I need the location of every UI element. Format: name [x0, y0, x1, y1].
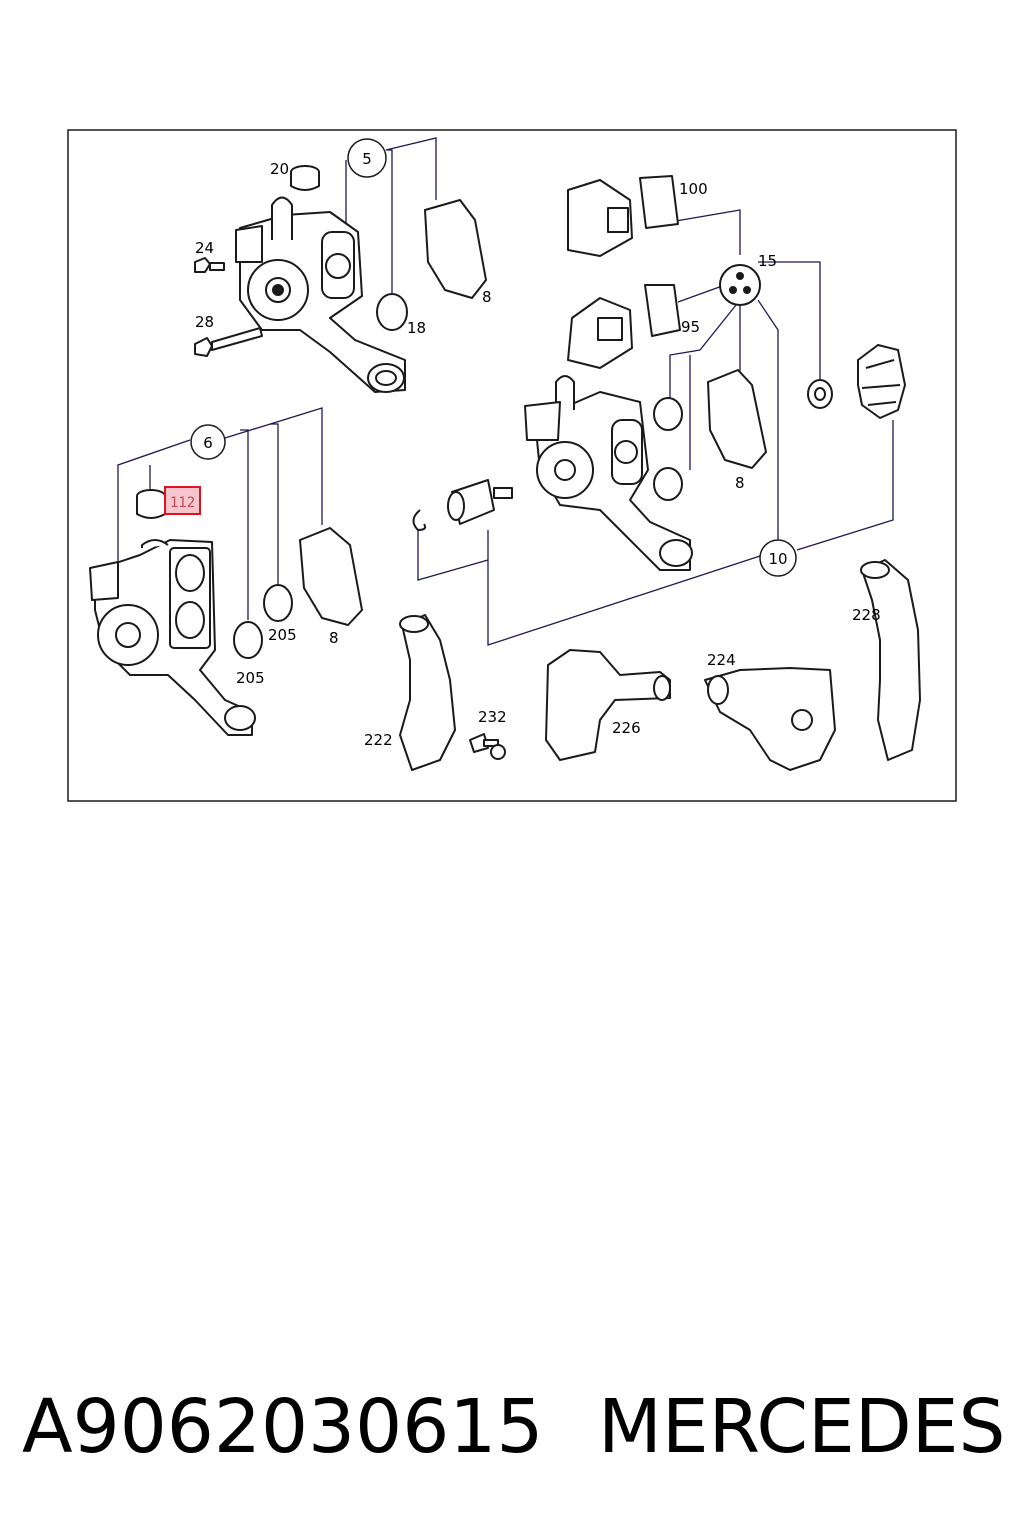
label-228: 228 — [852, 606, 881, 624]
label-28: 28 — [195, 313, 214, 331]
label-20: 20 — [270, 160, 289, 178]
ring-right-upper — [653, 397, 683, 431]
ring-205-lower — [233, 621, 263, 659]
seal — [807, 379, 833, 409]
gasket-95 — [644, 284, 681, 337]
label-205-upper: 205 — [268, 626, 297, 644]
label-112: 112 — [170, 495, 195, 511]
label-8-right: 8 — [735, 474, 745, 492]
pump-housing-right — [524, 375, 693, 571]
label-8-lower: 8 — [329, 629, 339, 647]
pump-housing-bottom-left — [89, 539, 256, 736]
callout-10: 10 — [768, 550, 787, 568]
callout-5: 5 — [362, 150, 372, 168]
cap-20 — [290, 165, 320, 191]
screw-232 — [469, 733, 506, 760]
label-15: 15 — [758, 252, 777, 270]
callout-circles — [190, 138, 797, 577]
gasket-8-top — [424, 199, 487, 299]
diagram-frame — [67, 129, 957, 802]
gasket-8-right — [707, 369, 767, 469]
label-226: 226 — [612, 719, 641, 737]
label-8-top: 8 — [482, 288, 492, 306]
label-24: 24 — [195, 239, 214, 257]
ring-18 — [376, 293, 408, 331]
highlight-box — [164, 486, 201, 515]
bolt-28 — [194, 327, 263, 357]
part-drawings — [89, 165, 921, 771]
label-232: 232 — [478, 708, 507, 726]
label-224: 224 — [707, 651, 736, 669]
part-number-caption: A9062030615 — [22, 1384, 544, 1470]
callout-6: 6 — [203, 434, 213, 452]
elbow-226 — [545, 649, 671, 761]
leader-lines — [117, 137, 894, 646]
bearing — [447, 479, 513, 525]
housing-95 — [567, 297, 633, 369]
gasket-8-lower — [299, 527, 363, 626]
cap-112 — [136, 489, 166, 519]
label-222: 222 — [364, 731, 393, 749]
highlight-112: 112 — [164, 486, 201, 515]
ring-right-lower — [653, 467, 683, 501]
label-205-lower: 205 — [236, 669, 265, 687]
bolt-24 — [194, 257, 225, 273]
housing-100 — [567, 179, 633, 257]
circlip — [412, 509, 427, 531]
impeller — [857, 344, 906, 419]
pump-housing-top-left — [235, 196, 406, 393]
plate-15 — [719, 264, 761, 306]
gasket-100 — [639, 175, 679, 229]
label-18: 18 — [407, 319, 426, 337]
housing-224 — [704, 667, 836, 771]
brand-caption: MERCEDES — [598, 1384, 1006, 1470]
pipe-228 — [860, 559, 921, 761]
label-95: 95 — [681, 318, 700, 336]
pipe-222 — [399, 614, 456, 771]
label-100: 100 — [679, 180, 708, 198]
ring-205-upper — [263, 584, 293, 622]
